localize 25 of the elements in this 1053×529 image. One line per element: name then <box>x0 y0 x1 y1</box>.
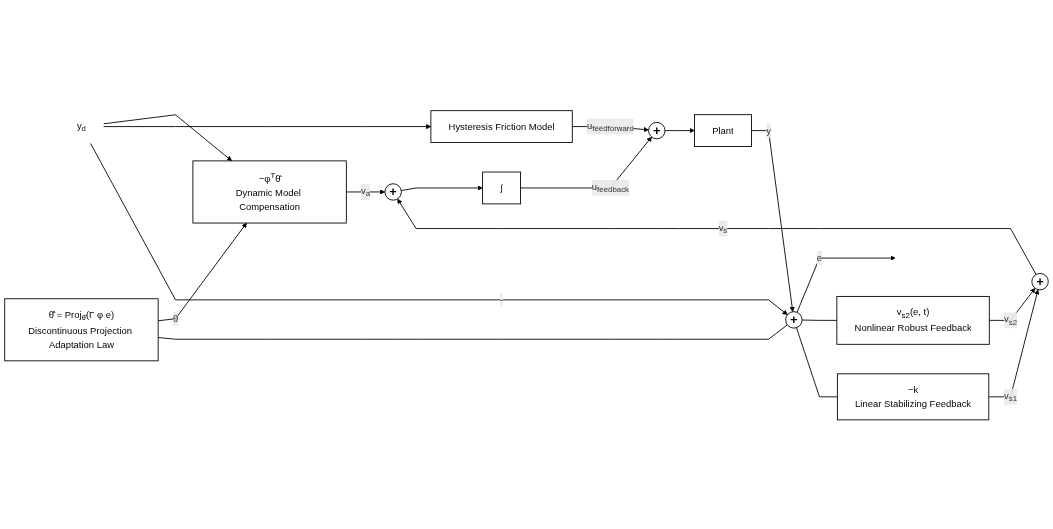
node-box: θ̂̇ = Proj$_{θ̂}$(Γ φ e) Discontinuous Projection Adaptation Law <box>4 298 159 361</box>
edge-label: y <box>766 125 771 136</box>
connector <box>796 326 838 397</box>
node-text: y$_{d}$ <box>76 120 86 133</box>
edge-label: v$_{s}$ <box>718 222 728 235</box>
node-circle: + <box>785 310 803 329</box>
edge-label: e <box>816 252 823 263</box>
node-box: v$_{s2}$(e, t) Nonlinear Robust Feedback <box>836 295 990 345</box>
edge-label: v$_{s2}$ <box>1004 313 1018 327</box>
edge-label: u$_{feedback}$ <box>591 181 629 194</box>
edge-label: u$_{feedforward}$ <box>587 120 634 133</box>
connector <box>157 324 788 340</box>
edge-label: v$_{s1}$ <box>1004 390 1018 403</box>
connector <box>801 319 838 321</box>
edge-label: v$_{a}$ <box>361 185 371 198</box>
node-circle: + <box>384 183 402 201</box>
node-circle: + <box>1031 272 1049 291</box>
node-box: Plant <box>694 113 752 147</box>
node-box: −φ$^{T}$θ̂ Dynamic Model Compensation <box>192 160 347 224</box>
edge-label: - <box>500 294 504 305</box>
node-box: ∫ <box>482 171 521 205</box>
node-box: Hysteresis Friction Model <box>430 109 573 143</box>
edge-label: θ̂ <box>172 313 179 324</box>
node-box: −k Linear Stabilizing Feedback <box>836 373 990 420</box>
node-circle: + <box>648 121 666 139</box>
